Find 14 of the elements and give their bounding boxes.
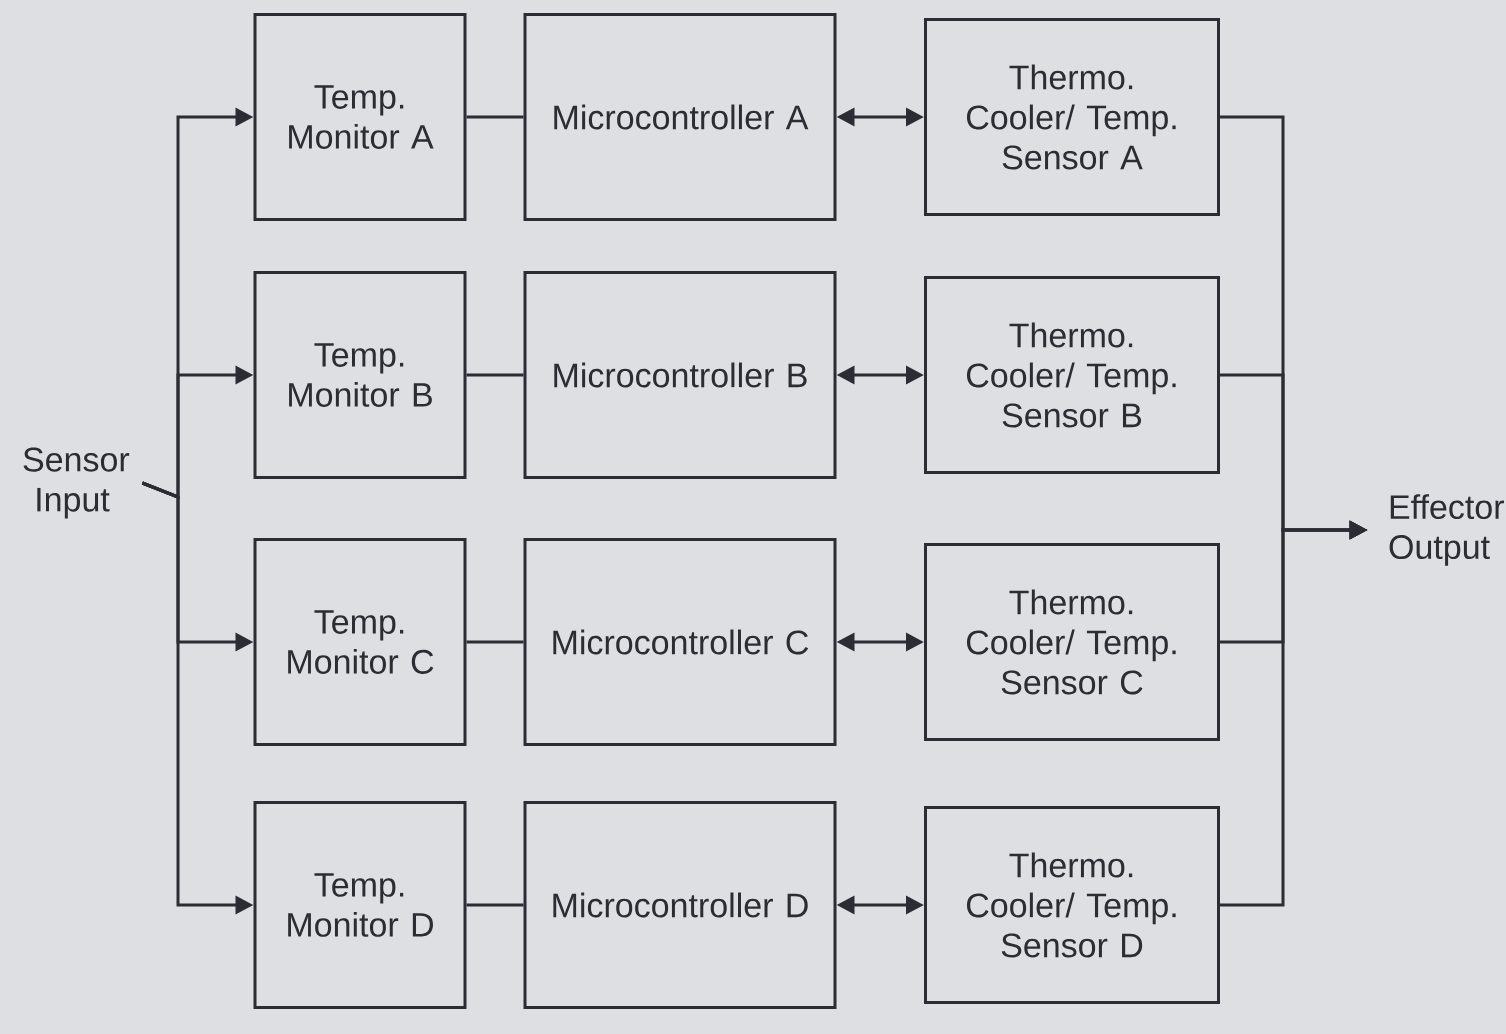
- process-box: Temp. Monitor C: [253, 538, 467, 746]
- process-box: Temp. Monitor B: [253, 271, 467, 479]
- process-box: Thermo. Cooler/ Temp. Sensor C: [924, 543, 1220, 741]
- process-box: Microcontroller A: [523, 13, 837, 221]
- process-box: Microcontroller D: [523, 801, 837, 1009]
- process-box: Thermo. Cooler/ Temp. Sensor A: [924, 18, 1220, 216]
- process-box: Thermo. Cooler/ Temp. Sensor B: [924, 276, 1220, 474]
- label-text: Effector Output: [1389, 494, 1504, 566]
- process-box: Microcontroller B: [523, 271, 837, 479]
- process-box: Microcontroller C: [523, 538, 837, 746]
- process-box: Temp. Monitor D: [253, 801, 467, 1009]
- process-box: Thermo. Cooler/ Temp. Sensor D: [924, 806, 1220, 1004]
- label-text: Sensor Input: [23, 447, 130, 519]
- process-box: Temp. Monitor A: [253, 13, 467, 221]
